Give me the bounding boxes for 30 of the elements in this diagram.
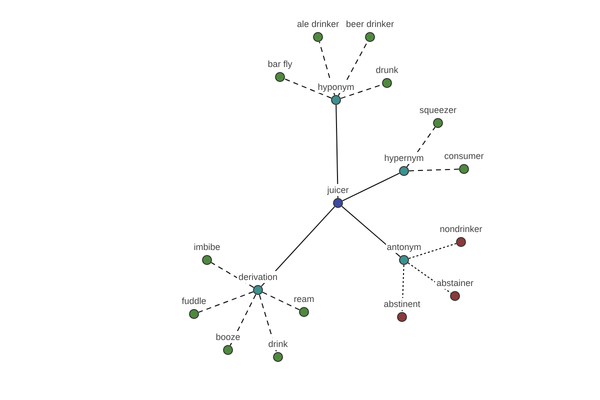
node-label: hypernym <box>383 152 425 164</box>
connector-line <box>336 104 338 198</box>
connector-line <box>406 126 436 168</box>
connector-line <box>284 78 332 99</box>
node-label: nondrinker <box>438 223 484 235</box>
connector-line <box>408 243 457 259</box>
node-label: imbibe <box>192 241 222 253</box>
connector-line <box>210 262 254 288</box>
node-label: abstinent <box>382 298 422 310</box>
node-label: antonym <box>386 241 422 253</box>
connector-line <box>338 40 368 96</box>
node-label: abstainer <box>435 277 475 289</box>
connector-line <box>198 291 254 313</box>
connector-line <box>258 294 278 353</box>
connector-line <box>342 172 400 202</box>
node-label: drink <box>267 338 289 350</box>
node-label: drunk <box>374 64 400 76</box>
node-label: juicer <box>326 184 350 196</box>
node-label: fuddle <box>180 295 208 307</box>
connector-line <box>262 292 300 310</box>
connector-line <box>408 262 452 294</box>
connector-line <box>230 294 256 346</box>
node-label: ale drinker <box>296 18 340 30</box>
node-label: beer drinker <box>344 18 396 30</box>
connector-line <box>408 168 460 172</box>
connector-line <box>402 264 404 312</box>
node-label: bar fly <box>266 58 294 70</box>
node-label: booze <box>214 331 242 343</box>
node-label: hyponym <box>316 81 356 93</box>
node-label: derivation <box>237 271 279 283</box>
